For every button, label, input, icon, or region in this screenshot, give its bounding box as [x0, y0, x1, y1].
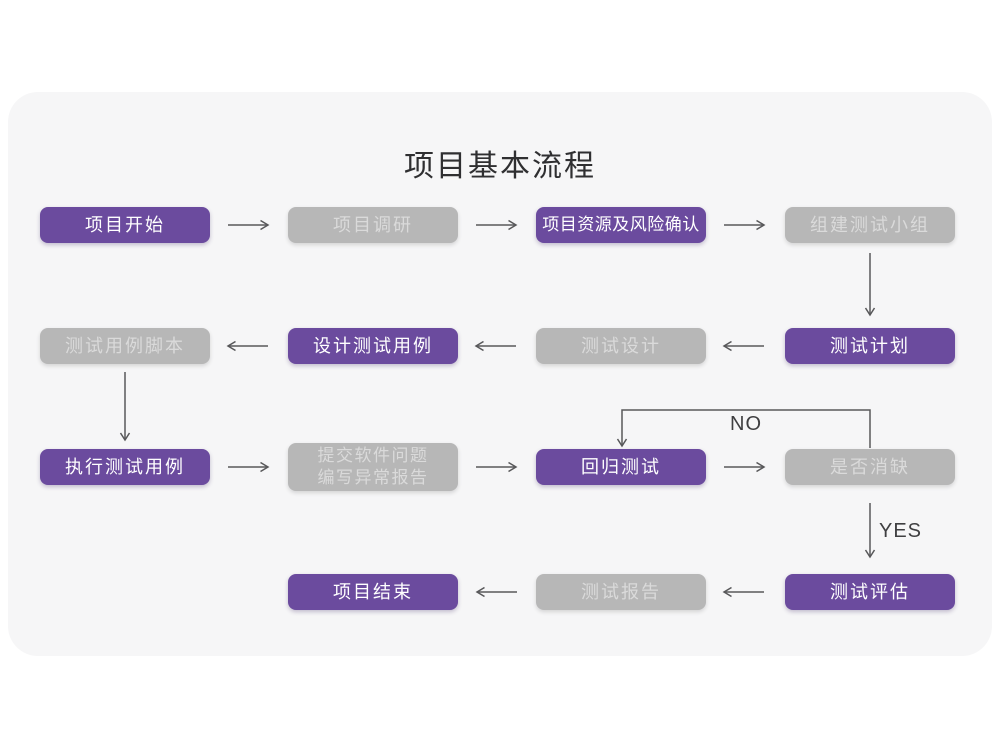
node-submit-issues-line2: 编写异常报告	[317, 468, 429, 487]
node-project-research: 项目调研	[288, 207, 458, 243]
node-design-test-cases: 设计测试用例	[288, 328, 458, 364]
page-title: 项目基本流程	[404, 150, 596, 183]
node-project-start: 项目开始	[40, 207, 210, 243]
edge-label-yes: YES	[879, 520, 923, 542]
node-defect-cleared: 是否消缺	[785, 449, 955, 485]
node-project-end: 项目结束	[288, 574, 458, 610]
node-regression-test: 回归测试	[536, 449, 706, 485]
flowchart-card	[8, 92, 992, 656]
node-submit-issues-line1: 提交软件问题	[317, 446, 429, 465]
node-resources-risk: 项目资源及风险确认	[536, 207, 706, 243]
edge-label-no: NO	[730, 413, 762, 435]
node-test-evaluation: 测试评估	[785, 574, 955, 610]
node-submit-issues: 提交软件问题 编写异常报告	[288, 443, 458, 491]
node-test-design: 测试设计	[536, 328, 706, 364]
node-build-test-team: 组建测试小组	[785, 207, 955, 243]
node-test-report: 测试报告	[536, 574, 706, 610]
node-test-plan: 测试计划	[785, 328, 955, 364]
node-test-case-scripts: 测试用例脚本	[40, 328, 210, 364]
node-execute-test-cases: 执行测试用例	[40, 449, 210, 485]
